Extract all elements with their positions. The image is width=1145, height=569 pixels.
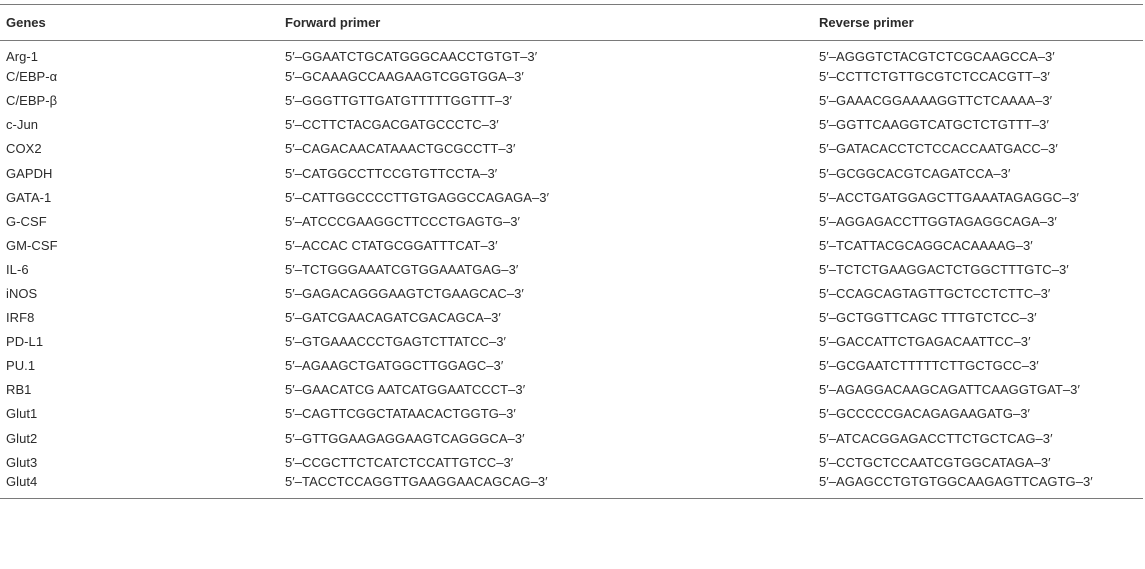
reverse-primer-cell: 5′–GGTTCAAGGTCATGCTCTGTTT–3′ xyxy=(819,117,1049,133)
gene-cell: Glut1 xyxy=(6,406,38,422)
forward-primer-cell: 5′–TACCTCCAGGTTGAAGGAACAGCAG–3′ xyxy=(285,474,548,490)
gene-cell: GATA-1 xyxy=(6,189,52,205)
reverse-primer-cell: 5′–ACCTGATGGAGCTTGAAATAGAGGC–3′ xyxy=(819,189,1079,205)
gene-cell: Arg-1 xyxy=(6,48,39,64)
gene-cell: Glut3 xyxy=(6,454,38,470)
table-row: RB1 5′–GAACATCG AATCATGGAATCCCT–3′ 5′–AG… xyxy=(0,378,1143,402)
header-forward-primer: Forward primer xyxy=(285,15,381,30)
forward-primer-cell: 5′–GTTGGAAGAGGAAGTCAGGGCA–3′ xyxy=(285,430,525,446)
table-row: GAPDH 5′–CATGGCCTTCCGTGTTCCTA–3′ 5′–GCGG… xyxy=(0,161,1143,185)
reverse-primer-cell: 5′–TCATTACGCAGGCACAAAAG–3′ xyxy=(819,237,1033,253)
gene-cell: PD-L1 xyxy=(6,334,44,350)
forward-primer-cell: 5′–CAGACAACATAAACTGCGCCTT–3′ xyxy=(285,141,516,157)
reverse-primer-cell: 5′–TCTCTGAAGGACTCTGGCTTTGTC–3′ xyxy=(819,261,1069,277)
header-genes: Genes xyxy=(6,15,46,30)
table-row: G-CSF 5′–ATCCCGAAGGCTTCCCTGAGTG–3′ 5′–AG… xyxy=(0,209,1143,233)
gene-cell: iNOS xyxy=(6,285,38,301)
gene-cell: GAPDH xyxy=(6,165,53,181)
reverse-primer-cell: 5′–AGGAGACCTTGGTAGAGGCAGA–3′ xyxy=(819,213,1057,229)
forward-primer-cell: 5′–CCGCTTCTCATCTCCATTGTCC–3′ xyxy=(285,454,514,470)
gene-cell: COX2 xyxy=(6,141,42,157)
gene-cell: PU.1 xyxy=(6,358,36,374)
table-row: Glut2 5′–GTTGGAAGAGGAAGTCAGGGCA–3′ 5′–AT… xyxy=(0,426,1143,450)
forward-primer-cell: 5′–ACCAC CTATGCGGATTTCAT–3′ xyxy=(285,237,498,253)
reverse-primer-cell: 5′–CCAGCAGTAGTTGCTCCTCTTC–3′ xyxy=(819,285,1051,301)
reverse-primer-cell: 5′–GACCATTCTGAGACAATTCC–3′ xyxy=(819,334,1031,350)
table-row: GATA-1 5′–CATTGGCCCCTTGTGAGGCCAGAGA–3′ 5… xyxy=(0,185,1143,209)
forward-primer-cell: 5′–GAACATCG AATCATGGAATCCCT–3′ xyxy=(285,382,526,398)
forward-primer-cell: 5′–CATGGCCTTCCGTGTTCCTA–3′ xyxy=(285,165,498,181)
primer-table: Genes Forward primer Reverse primer Arg-… xyxy=(0,4,1143,499)
table-body: Arg-1 5′–GGAATCTGCATGGGCAACCTGTGT–3′ 5′–… xyxy=(0,41,1143,499)
reverse-primer-cell: 5′–AGAGCCTGTGTGGCAAGAGTTCAGTG–3′ xyxy=(819,474,1093,490)
forward-primer-cell: 5′–CATTGGCCCCTTGTGAGGCCAGAGA–3′ xyxy=(285,189,550,205)
table-header: Genes Forward primer Reverse primer xyxy=(0,4,1143,41)
reverse-primer-cell: 5′–CCTGCTCCAATCGTGGCATAGA–3′ xyxy=(819,454,1051,470)
gene-cell: IL-6 xyxy=(6,261,29,277)
gene-cell: IRF8 xyxy=(6,310,35,326)
forward-primer-cell: 5′–CAGTTCGGCTATAACACTGGTG–3′ xyxy=(285,406,516,422)
table-row: GM-CSF 5′–ACCAC CTATGCGGATTTCAT–3′ 5′–TC… xyxy=(0,233,1143,257)
reverse-primer-cell: 5′–GCTGGTTCAGC TTTGTCTCC–3′ xyxy=(819,310,1037,326)
gene-cell: GM-CSF xyxy=(6,237,58,253)
gene-cell: C/EBP-β xyxy=(6,93,58,109)
gene-cell: C/EBP-α xyxy=(6,69,58,85)
table-row: COX2 5′–CAGACAACATAAACTGCGCCTT–3′ 5′–GAT… xyxy=(0,137,1143,161)
gene-cell: c-Jun xyxy=(6,117,39,133)
forward-primer-cell: 5′–GGGTTGTTGATGTTTTTGGTTT–3′ xyxy=(285,93,513,109)
table-row: IRF8 5′–GATCGAACAGATCGACAGCA–3′ 5′–GCTGG… xyxy=(0,306,1143,330)
gene-cell: Glut2 xyxy=(6,430,38,446)
reverse-primer-cell: 5′–GCCCCCGACAGAGAAGATG–3′ xyxy=(819,406,1031,422)
table-row: Arg-1 5′–GGAATCTGCATGGGCAACCTGTGT–3′ 5′–… xyxy=(0,41,1143,65)
forward-primer-cell: 5′–GTGAAACCCTGAGTCTTATCC–3′ xyxy=(285,334,506,350)
reverse-primer-cell: 5′–GAAACGGAAAAGGTTCTCAAAA–3′ xyxy=(819,93,1053,109)
forward-primer-cell: 5′–GCAAAGCCAAGAAGTCGGTGGA–3′ xyxy=(285,69,524,85)
table-row: iNOS 5′–GAGACAGGGAAGTCTGAAGCAC–3′ 5′–CCA… xyxy=(0,281,1143,305)
forward-primer-cell: 5′–TCTGGGAAATCGTGGAAATGAG–3′ xyxy=(285,261,519,277)
reverse-primer-cell: 5′–GATACACCTCTCCACCAATGACC–3′ xyxy=(819,141,1058,157)
header-row: Genes Forward primer Reverse primer xyxy=(0,4,1143,41)
forward-primer-cell: 5′–GAGACAGGGAAGTCTGAAGCAC–3′ xyxy=(285,285,524,301)
table-row: IL-6 5′–TCTGGGAAATCGTGGAAATGAG–3′ 5′–TCT… xyxy=(0,257,1143,281)
forward-primer-cell: 5′–ATCCCGAAGGCTTCCCTGAGTG–3′ xyxy=(285,213,521,229)
table-row: C/EBP-α 5′–GCAAAGCCAAGAAGTCGGTGGA–3′ 5′–… xyxy=(0,65,1143,89)
gene-cell: G-CSF xyxy=(6,213,47,229)
reverse-primer-cell: 5′–AGAGGACAAGCAGATTCAAGGTGAT–3′ xyxy=(819,382,1080,398)
gene-cell: Glut4 xyxy=(6,474,38,490)
table-row: Glut1 5′–CAGTTCGGCTATAACACTGGTG–3′ 5′–GC… xyxy=(0,402,1143,426)
header-reverse-primer: Reverse primer xyxy=(819,15,914,30)
forward-primer-cell: 5′–CCTTCTACGACGATGCCCTC–3′ xyxy=(285,117,499,133)
reverse-primer-cell: 5′–ATCACGGAGACCTTCTGCTCAG–3′ xyxy=(819,430,1053,446)
gene-cell: RB1 xyxy=(6,382,32,398)
forward-primer-cell: 5′–GGAATCTGCATGGGCAACCTGTGT–3′ xyxy=(285,48,538,64)
table-row: PU.1 5′–AGAAGCTGATGGCTTGGAGC–3′ 5′–GCGAA… xyxy=(0,354,1143,378)
table-row: Glut3 5′–CCGCTTCTCATCTCCATTGTCC–3′ 5′–CC… xyxy=(0,450,1143,474)
table-row: Glut4 5′–TACCTCCAGGTTGAAGGAACAGCAG–3′ 5′… xyxy=(0,474,1143,498)
reverse-primer-cell: 5′–AGGGTCTACGTCTCGCAAGCCA–3′ xyxy=(819,48,1055,64)
reverse-primer-cell: 5′–GCGGCACGTCAGATCCA–3′ xyxy=(819,165,1011,181)
reverse-primer-cell: 5′–GCGAATCTTTTTCTTGCTGCC–3′ xyxy=(819,358,1039,374)
forward-primer-cell: 5′–AGAAGCTGATGGCTTGGAGC–3′ xyxy=(285,358,504,374)
table-row: c-Jun 5′–CCTTCTACGACGATGCCCTC–3′ 5′–GGTT… xyxy=(0,113,1143,137)
forward-primer-cell: 5′–GATCGAACAGATCGACAGCA–3′ xyxy=(285,310,501,326)
reverse-primer-cell: 5′–CCTTCTGTTGCGTCTCCACGTT–3′ xyxy=(819,69,1050,85)
table-row: PD-L1 5′–GTGAAACCCTGAGTCTTATCC–3′ 5′–GAC… xyxy=(0,330,1143,354)
table-row: C/EBP-β 5′–GGGTTGTTGATGTTTTTGGTTT–3′ 5′–… xyxy=(0,89,1143,113)
